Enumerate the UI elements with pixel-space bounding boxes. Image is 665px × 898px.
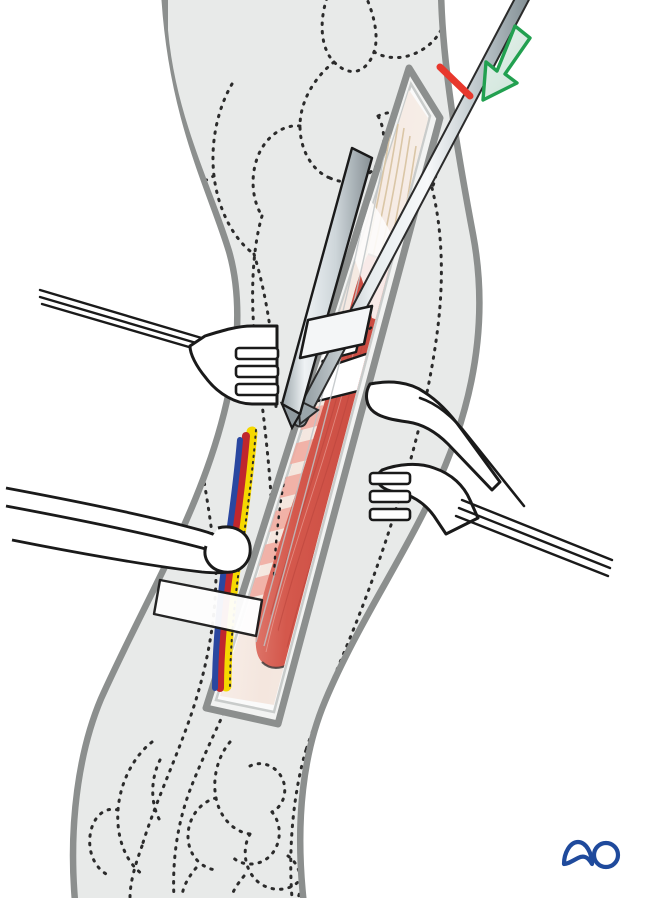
rake-retractor-upper-left <box>38 288 280 406</box>
depth-marker-line <box>436 63 474 100</box>
ao-logo-a <box>561 839 595 867</box>
elevator-central <box>279 146 374 431</box>
rake-retractor-right <box>368 462 614 578</box>
insertion-direction-arrow <box>481 24 532 102</box>
ao-logo: AO <box>561 839 621 870</box>
langenbeck-retractor-right <box>365 380 526 508</box>
ao-logo-o <box>591 840 621 870</box>
forceps-lower-left <box>5 486 264 638</box>
